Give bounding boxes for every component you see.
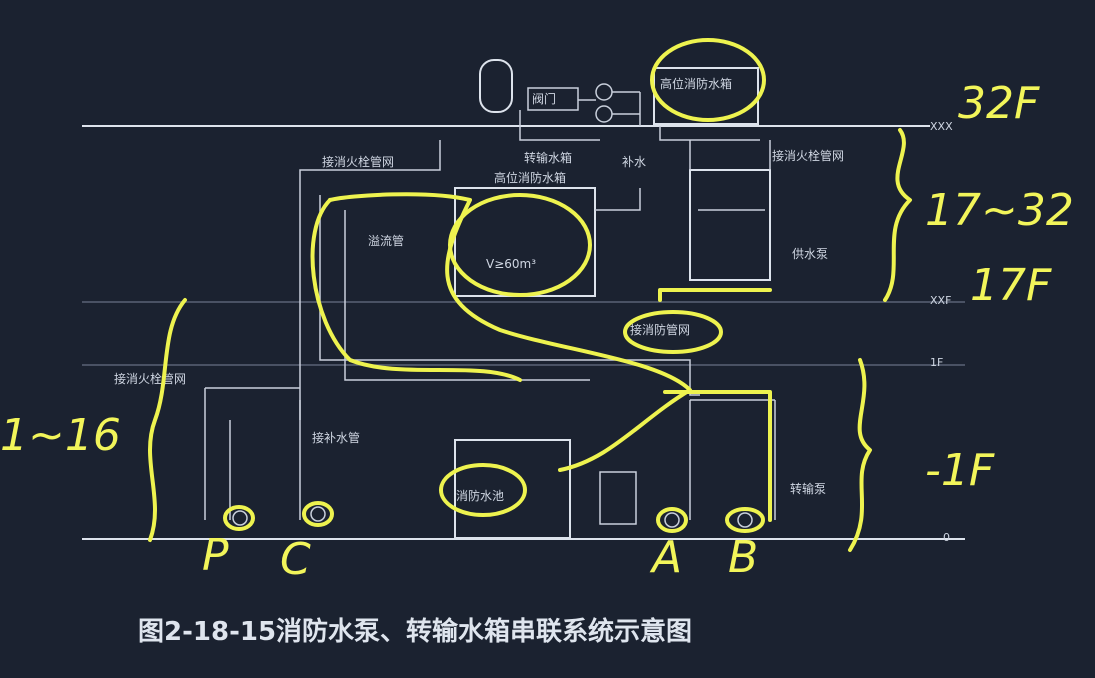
- replenish-pipe-label: 接补水管: [312, 430, 360, 445]
- circle-annotation: [439, 463, 527, 517]
- brace-annotation: [848, 358, 872, 552]
- supply-pump-label: 供水泵: [792, 247, 828, 261]
- control-cabinet: [599, 471, 637, 525]
- pump-icon: [595, 83, 613, 101]
- supply-tank: [689, 169, 771, 281]
- pump-icon: [232, 510, 248, 526]
- upper-pipe-network: [299, 140, 771, 420]
- annotation-ink: [148, 38, 912, 552]
- pump-icon: [664, 512, 680, 528]
- pump-icon: [595, 105, 613, 123]
- flow-annotation: [328, 192, 692, 472]
- level-tag-ground: 0: [943, 531, 950, 544]
- handwritten-top-floor: 32F: [958, 78, 1040, 129]
- handwritten-pump-p: P: [202, 530, 229, 581]
- handwritten-basement: -1F: [925, 445, 995, 496]
- level-tag-first: 1F: [930, 356, 943, 369]
- handwritten-upper-zone: 17~32: [925, 185, 1074, 236]
- right-hydrant-net-label: 接消火栓管网: [772, 148, 844, 163]
- top-fire-tank-label: 高位消防水箱: [660, 76, 732, 91]
- handwritten-pump-c: C: [280, 534, 311, 585]
- handwritten-mid-floor: 17F: [970, 260, 1052, 311]
- level-tag-mid: XXF: [930, 294, 951, 307]
- valves-label: 阀门: [532, 91, 556, 106]
- pressure-tank-icon: [479, 59, 513, 113]
- pump-icon: [737, 512, 753, 528]
- replenish-label: 补水: [622, 155, 646, 169]
- high-hydrant-net-label: 接消火栓管网: [322, 154, 394, 169]
- volume-label: V≥60m³: [486, 257, 536, 271]
- transfer-tank-label: 转输水箱: [524, 150, 572, 165]
- pump-icon: [310, 506, 326, 522]
- valve-box: [527, 87, 579, 111]
- lower-pipe-network: [204, 387, 776, 539]
- circle-annotation: [650, 38, 766, 122]
- roof-equipment: 阀门 高位消防水箱: [479, 59, 760, 141]
- brace-annotation: [148, 298, 187, 542]
- level-tag-top: XXX: [930, 120, 953, 133]
- figure-caption: 图2-18-15消防水泵、转输水箱串联系统示意图: [138, 616, 692, 647]
- fire-pool-label: 消防水池: [456, 488, 504, 503]
- handwritten-low-zone: 1~16: [0, 410, 121, 461]
- fire-pipe-net-label: 接消防管网: [630, 322, 690, 337]
- high-tank-label: 高位消防水箱: [494, 170, 566, 185]
- transfer-pump-label: 转输泵: [790, 481, 826, 496]
- handwritten-pump-a: A: [649, 532, 682, 583]
- circle-annotation: [623, 310, 723, 354]
- low-hydrant-net-label: 接消火栓管网: [114, 371, 186, 386]
- handwritten-pump-b: B: [728, 532, 758, 583]
- overflow-pipe-label: 溢流管: [368, 233, 404, 248]
- fire-pool: [454, 439, 571, 539]
- circle-annotation: [448, 193, 592, 297]
- brace-annotation: [883, 128, 912, 302]
